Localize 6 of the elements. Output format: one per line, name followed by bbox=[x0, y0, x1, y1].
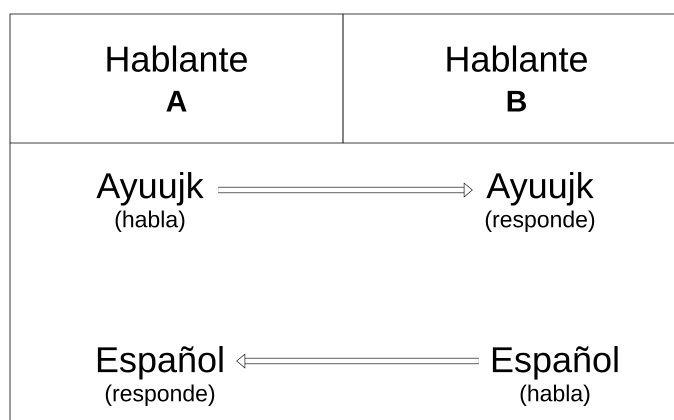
header-cell: Hablante A bbox=[10, 14, 344, 144]
language-label: Ayuujk (habla) bbox=[96, 172, 204, 232]
language-label: Español (responde) bbox=[98, 346, 223, 406]
header-cell: Hablante B bbox=[342, 14, 674, 144]
language-label: Ayuujk (responde) bbox=[486, 172, 594, 232]
language-label: Español (habla) bbox=[492, 346, 618, 406]
